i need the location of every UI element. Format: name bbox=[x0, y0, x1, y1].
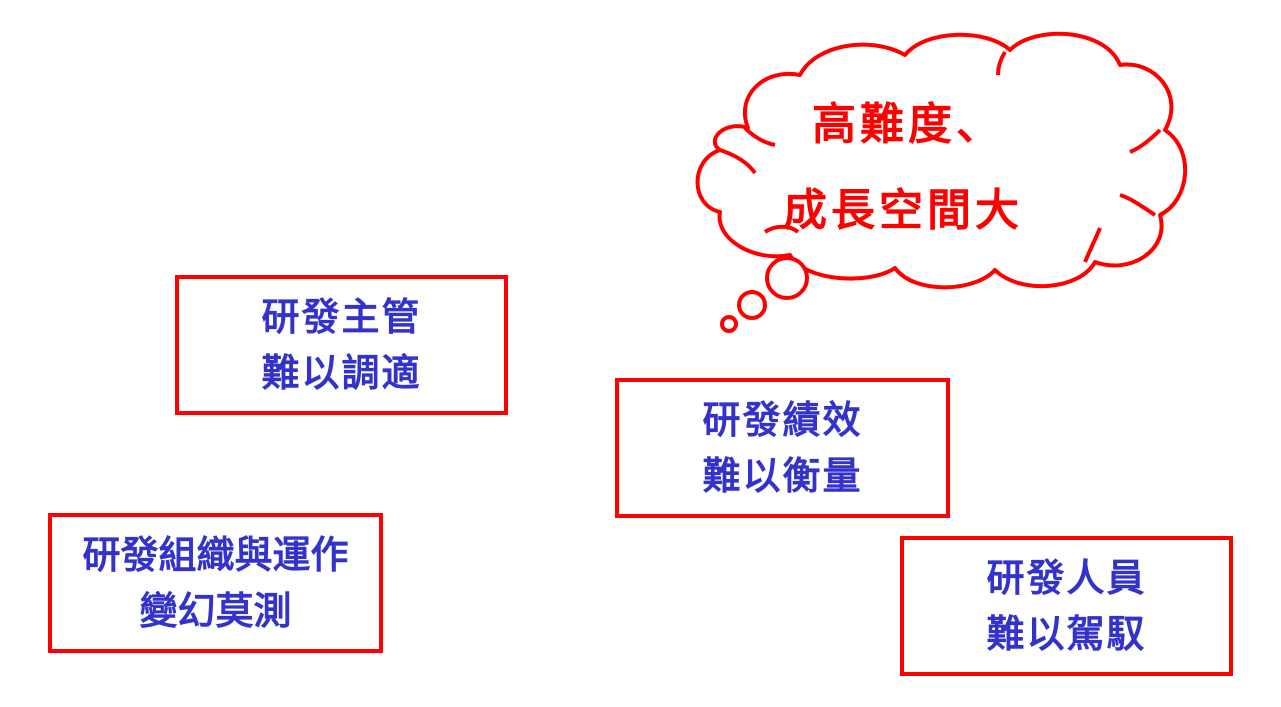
cloud-text-line-2: 成長空間大 bbox=[783, 185, 1023, 236]
box-rd-staff-line-1: 研發人員 bbox=[986, 556, 1147, 600]
box-rd-manager-line-2: 難以調適 bbox=[261, 351, 422, 395]
box-rd-performance: 研發績效 難以衡量 bbox=[615, 378, 950, 518]
thought-bubble-small bbox=[720, 315, 738, 333]
box-rd-staff-line-2: 難以駕馭 bbox=[986, 612, 1147, 656]
box-rd-staff: 研發人員 難以駕馭 bbox=[900, 536, 1233, 676]
box-rd-organization: 研發組織與運作 變幻莫測 bbox=[48, 513, 383, 653]
thought-bubble-large bbox=[765, 256, 809, 300]
thought-cloud-body bbox=[695, 31, 1188, 290]
box-rd-performance-line-2: 難以衡量 bbox=[702, 454, 863, 498]
cloud-text-line-1: 高難度、 bbox=[812, 99, 1004, 150]
box-rd-manager: 研發主管 難以調適 bbox=[175, 275, 508, 415]
box-rd-manager-line-1: 研發主管 bbox=[261, 295, 422, 339]
box-rd-organization-line-1: 研發組織與運作 bbox=[82, 533, 349, 577]
box-rd-performance-line-1: 研發績效 bbox=[702, 398, 863, 442]
thought-bubble-medium bbox=[737, 290, 767, 320]
box-rd-organization-line-2: 變幻莫測 bbox=[139, 589, 292, 633]
